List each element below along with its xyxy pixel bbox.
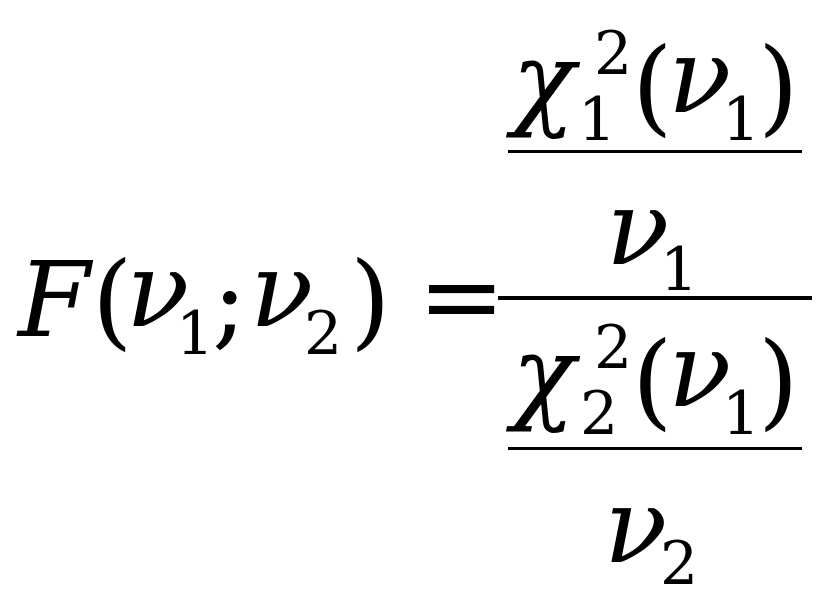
upper-nu-subscript: 1 — [722, 85, 761, 155]
lower-chi: χ — [512, 313, 576, 435]
upper-nu: ν — [668, 15, 732, 137]
lhs-open-paren: ( — [92, 239, 133, 361]
lower-open-paren: ( — [632, 319, 673, 441]
lhs-close-paren: ) — [350, 239, 391, 361]
upper-denominator-subscript: 1 — [660, 235, 699, 305]
equals-sign: = — [418, 235, 506, 357]
upper-chi-subscript: 1 — [578, 85, 617, 155]
upper-chi: χ — [512, 19, 576, 141]
upper-denominator-nu: ν — [606, 167, 670, 289]
lower-nu: ν — [668, 309, 732, 431]
lower-denominator-nu: ν — [604, 465, 668, 587]
lower-close-paren: ) — [758, 319, 799, 441]
lower-denominator-subscript: 2 — [660, 529, 699, 599]
lower-nu-subscript: 1 — [722, 379, 761, 449]
upper-open-paren: ( — [632, 25, 673, 147]
lhs-nu-2-subscript: 2 — [304, 299, 343, 369]
upper-close-paren: ) — [758, 25, 799, 147]
lower-fraction-bar — [508, 447, 802, 450]
lower-chi-superscript: 2 — [594, 313, 633, 383]
lower-chi-subscript: 2 — [580, 379, 619, 449]
upper-fraction-bar — [508, 150, 802, 153]
lhs-nu-2: ν — [250, 229, 314, 351]
lhs-nu-1-subscript: 1 — [176, 299, 215, 369]
upper-chi-superscript: 2 — [594, 19, 633, 89]
main-fraction-bar — [498, 296, 812, 300]
lhs-separator: ; — [212, 239, 248, 361]
function-symbol-F: F — [18, 239, 91, 361]
lhs-nu-1: ν — [126, 229, 190, 351]
